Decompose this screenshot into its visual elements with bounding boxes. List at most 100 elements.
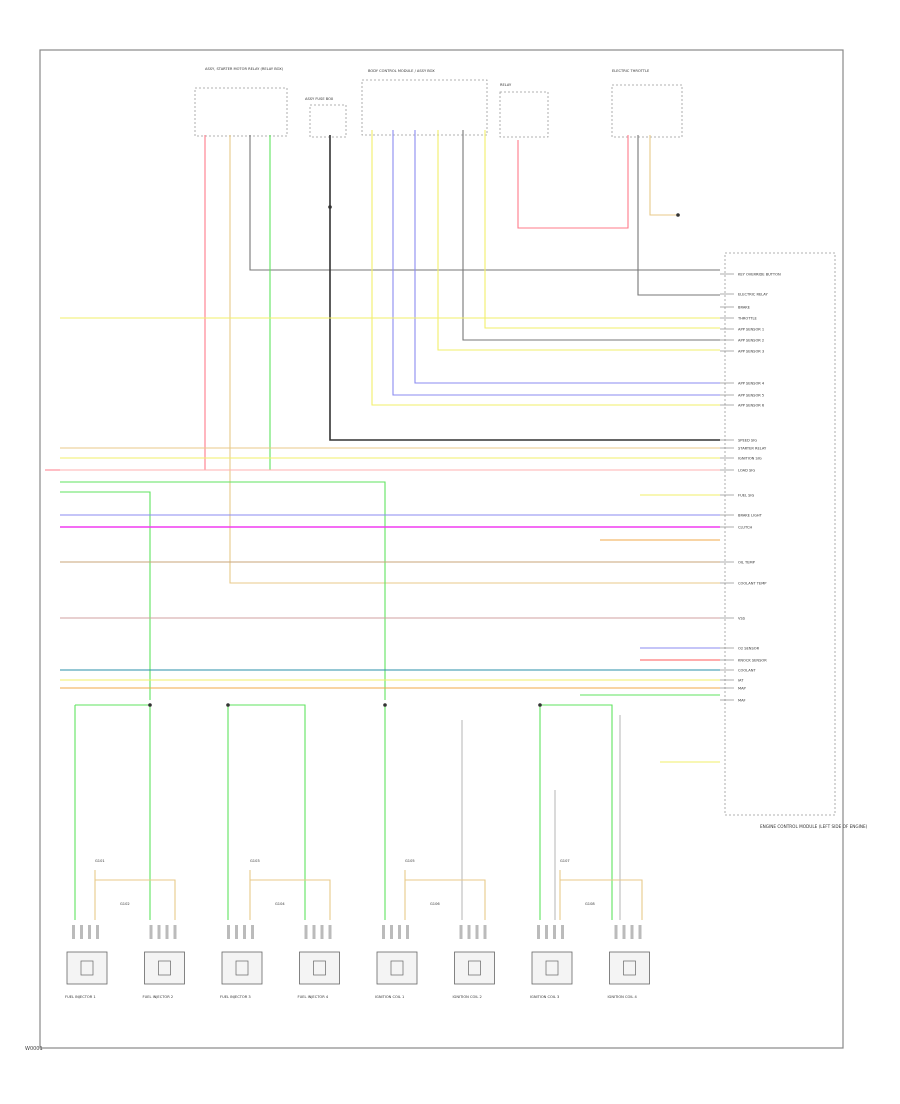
top-component-c2: ASSY FUSE BOX: [305, 97, 347, 138]
connector-pin: [622, 925, 626, 939]
connector-pin: [251, 925, 254, 939]
injector-6: IGNITION COIL 2: [453, 925, 495, 999]
component-label: RELAY: [500, 83, 512, 87]
ecm-pin-label: KEY OVERRIDE BUTTON: [738, 273, 781, 277]
injector-2: FUEL INJECTOR 2: [143, 925, 185, 999]
ground-label: G102: [120, 902, 130, 906]
ecm-pin-label: APP SENSOR 5: [738, 394, 764, 398]
ecm-pin-label: APP SENSOR 2: [738, 339, 764, 343]
ecm-pin-label: APP SENSOR 4: [738, 382, 765, 386]
ecm-pin-label: SPEED SIG: [738, 439, 757, 443]
diagram-border: [39, 49, 844, 1049]
connector-pin: [72, 925, 75, 939]
ecm-pin-label: APP SENSOR 6: [738, 404, 765, 408]
ecm-pin-label: BRAKE LIGHT: [738, 514, 763, 518]
top-component-c4: RELAY: [499, 83, 549, 138]
injector-body: [66, 951, 108, 985]
ecm-pin-label: MAF: [738, 699, 746, 703]
component-label: ASSY FUSE BOX: [305, 97, 334, 101]
connector-pin: [561, 925, 564, 939]
ecm-pin-label: KNOCK SENSOR: [738, 659, 767, 663]
injector-coil-symbol: [158, 960, 171, 976]
connector-pin: [475, 925, 479, 939]
splice-points: [148, 205, 680, 707]
injector-body: [144, 951, 185, 985]
top-component-c1: ASSY, STARTER MOTOR RELAY (RELAY BOX): [194, 67, 288, 137]
connector-pin: [467, 925, 471, 939]
connector-pin: [165, 925, 169, 939]
injector-coil-symbol: [623, 960, 636, 976]
ground-label: G105: [405, 859, 415, 863]
connector-pin: [304, 925, 308, 939]
injector-1: FUEL INJECTOR 1: [65, 925, 108, 999]
top-component-c5: ELECTRIC THROTTLE: [611, 69, 683, 138]
ecm-pin-label: MAP: [738, 687, 747, 691]
injector-list: FUEL INJECTOR 1 FUEL INJECTOR 2 FUEL INJEC…: [65, 925, 650, 999]
wire-harness: [45, 130, 720, 920]
ecm-pin-label: BRAKE: [738, 306, 751, 310]
ground-label: G108: [585, 902, 595, 906]
injector-label: FUEL INJECTOR 2: [143, 995, 174, 999]
connector-pin: [157, 925, 161, 939]
injector-8: IGNITION COIL 4: [608, 925, 650, 999]
connector-pin: [320, 925, 324, 939]
ground-label: G107: [560, 859, 570, 863]
injector-body: [376, 951, 418, 985]
ground-label: G104: [275, 902, 285, 906]
injector-4: FUEL INJECTOR 4: [298, 925, 340, 999]
injector-coil-symbol: [80, 960, 94, 976]
ecm-pin-label: APP SENSOR 3: [738, 350, 764, 354]
ecm-pin-label: IGNITION SIG: [738, 457, 762, 461]
ecm-pin-label: VSS: [738, 617, 746, 621]
ground-label: G106: [430, 902, 440, 906]
connector-pin: [398, 925, 401, 939]
ecm-pin-label: COOLANT TEMP: [738, 582, 767, 586]
injector-body: [531, 951, 573, 985]
ecm-pin-label: O2 SENSOR: [738, 647, 760, 651]
connector-pin: [173, 925, 177, 939]
component-label: BODY CONTROL MODULE / ASSY BOX: [368, 69, 435, 73]
connector-pin: [235, 925, 238, 939]
injector-coil-symbol: [468, 960, 481, 976]
connector-pin: [243, 925, 246, 939]
ground-label: G101: [95, 859, 105, 863]
top-component-c3: BODY CONTROL MODULE / ASSY BOX: [361, 69, 488, 136]
ecm-pin-label: ELECTRIC RELAY: [738, 293, 768, 297]
ecm-pin-label: STARTER RELAY: [738, 447, 767, 451]
injector-label: IGNITION COIL 4: [608, 995, 638, 999]
injector-label: IGNITION COIL 3: [530, 995, 559, 999]
injector-coil-symbol: [235, 960, 249, 976]
connector-pin: [390, 925, 393, 939]
injector-coil-symbol: [545, 960, 559, 976]
connector-pin: [630, 925, 634, 939]
page-id: W0001: [25, 1046, 43, 1052]
injector-coil-symbol: [390, 960, 404, 976]
connector-pin: [553, 925, 556, 939]
connector-pin: [312, 925, 316, 939]
ecm-pin-label: OIL TEMP: [738, 561, 756, 565]
injector-label: FUEL INJECTOR 3: [220, 995, 251, 999]
injector-body: [299, 951, 340, 985]
injector-body: [609, 951, 650, 985]
injector-body: [221, 951, 263, 985]
injector-label: FUEL INJECTOR 1: [65, 995, 96, 999]
connector-pin: [149, 925, 153, 939]
injector-label: FUEL INJECTOR 4: [298, 995, 329, 999]
connector-pin: [382, 925, 385, 939]
connector-pin: [406, 925, 409, 939]
component-label: ASSY, STARTER MOTOR RELAY (RELAY BOX): [205, 67, 284, 71]
connector-pin: [638, 925, 642, 939]
injector-5: IGNITION COIL 1: [375, 925, 418, 999]
connector-pin: [537, 925, 540, 939]
connector-pin: [88, 925, 91, 939]
injector-coil-symbol: [313, 960, 326, 976]
injector-body: [454, 951, 495, 985]
connector-pin: [227, 925, 230, 939]
injector-3: FUEL INJECTOR 3: [220, 925, 263, 999]
ecm-pin-label: LOAD SIG: [738, 469, 755, 473]
ecm-label: ENGINE CONTROL MODULE (LEFT SIDE OF ENGI…: [760, 824, 868, 829]
